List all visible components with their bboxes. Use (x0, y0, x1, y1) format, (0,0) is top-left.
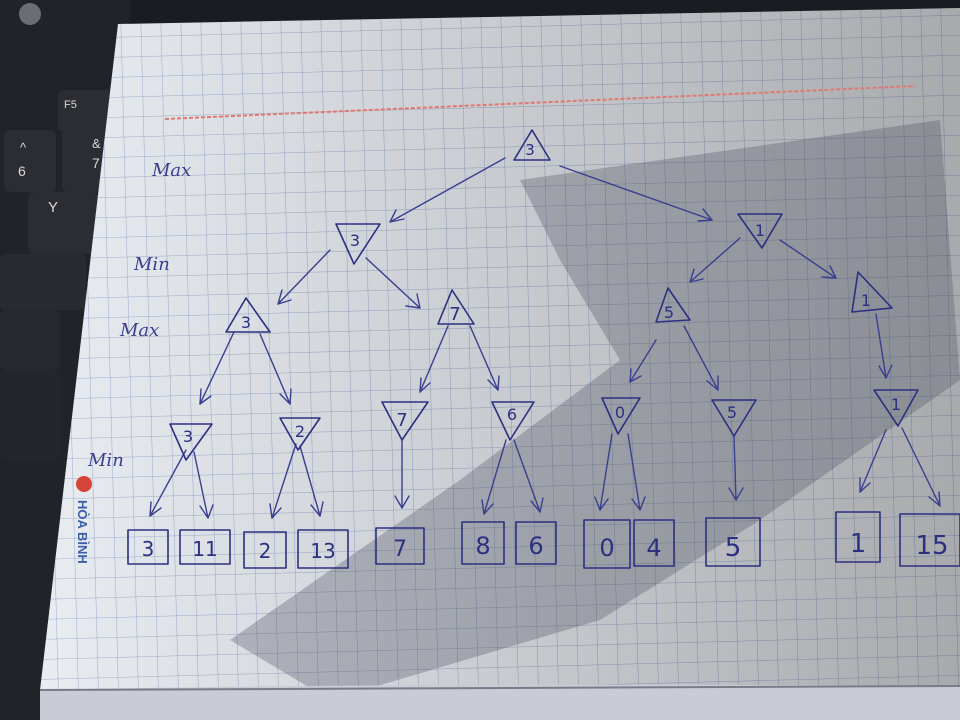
node-min3-c-value: 7 (396, 410, 407, 431)
leaf-value-11: 1 (850, 529, 867, 559)
tree-nodes (127, 129, 960, 569)
node-min3-c (381, 401, 429, 441)
node-max2-d (851, 271, 893, 313)
key-f5-label: F5 (64, 99, 77, 111)
level-label-max-2: Max (119, 320, 159, 341)
node-max2-b (437, 289, 475, 325)
node-min3-e-value: 0 (615, 403, 625, 422)
leaf-box-9 (633, 519, 675, 567)
level-label-min-2: Min (87, 450, 124, 471)
leaf-value-8: 0 (599, 534, 614, 562)
key-6-label: 6 (18, 163, 26, 179)
node-root-value: 3 (525, 141, 535, 159)
node-max2-c-value: 5 (664, 303, 674, 322)
node-max2-d-value: 1 (861, 291, 871, 310)
node-min3-g-value: 1 (891, 395, 901, 414)
leaf-box-8 (583, 519, 631, 569)
leaf-box-2 (179, 529, 231, 565)
node-min1-right-value: 1 (755, 221, 765, 240)
leaf-box-11 (835, 511, 881, 563)
leaf-box-1 (127, 529, 169, 565)
leaf-box-10 (705, 517, 761, 567)
hand-shadow (230, 120, 960, 700)
key-ampersand-label: & (92, 136, 101, 151)
node-root-max (513, 129, 551, 161)
node-min3-d (491, 401, 535, 441)
brand-text: HÒA BÌNH (75, 500, 90, 564)
leaf-box-5 (375, 527, 425, 565)
leaf-box-4 (297, 529, 349, 569)
node-min3-b-value: 2 (295, 422, 305, 441)
node-min3-f-value: 5 (727, 403, 737, 422)
node-min3-f (711, 399, 757, 437)
leaf-value-10: 5 (725, 533, 742, 563)
leaf-value-4: 13 (310, 539, 335, 563)
leaf-box-7 (515, 521, 557, 565)
node-min3-d-value: 6 (507, 405, 517, 424)
leaf-value-1: 3 (142, 537, 155, 561)
node-min1-left-value: 3 (350, 231, 360, 250)
leaf-value-12: 15 (915, 531, 948, 561)
leaf-box-3 (243, 531, 287, 569)
brand-logo-icon (76, 476, 92, 492)
node-values: 3 3 1 3 7 5 1 3 2 7 6 0 5 1 3 11 2 13 7 … (142, 141, 949, 563)
leaf-value-9: 4 (646, 534, 661, 562)
node-max2-c (655, 287, 691, 323)
node-min3-g (873, 389, 919, 427)
key-7-label: 7 (92, 155, 100, 171)
leaf-value-6: 8 (475, 532, 490, 560)
leaf-value-3: 2 (259, 539, 272, 563)
leaf-box-12 (899, 513, 960, 567)
level-label-max-1: Max (151, 160, 191, 181)
key-y-label: Y (48, 199, 58, 216)
grid-paper: HÒA BÌNH (39, 8, 960, 720)
level-label-min-1: Min (133, 254, 170, 275)
node-max2-a-value: 3 (241, 313, 251, 332)
node-min3-e (601, 397, 641, 435)
node-min3-a-value: 3 (183, 427, 193, 446)
tree-edges (149, 157, 941, 519)
node-max2-b-value: 7 (449, 304, 460, 325)
node-min3-a (169, 423, 213, 461)
leaf-box-6 (461, 521, 505, 565)
leaf-value-5: 7 (393, 537, 407, 562)
key-caret-label: ^ (20, 140, 27, 155)
node-min3-b (279, 417, 321, 451)
node-min1-right (737, 213, 783, 249)
node-max2-a (225, 297, 271, 333)
leaf-value-7: 6 (528, 532, 543, 560)
node-min1-left (335, 223, 381, 265)
leaf-value-2: 11 (192, 537, 217, 561)
